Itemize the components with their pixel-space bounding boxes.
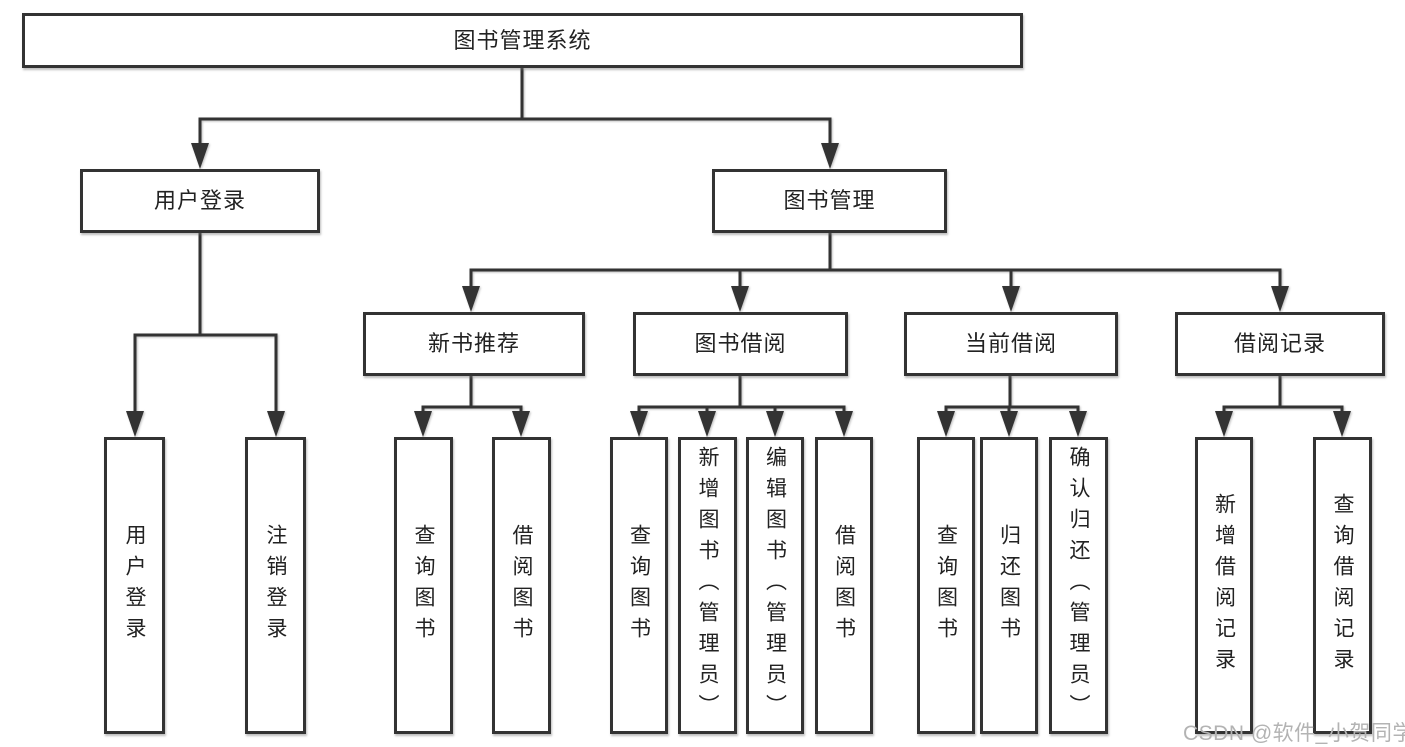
edge-new-book-recommend-to-leaves bbox=[421, 376, 523, 413]
node-label: 查询图书 bbox=[412, 523, 435, 648]
node-book-borrowing: 图书借阅 bbox=[633, 312, 848, 376]
node-leaf-borrow-books-recommend: 借阅图书 bbox=[492, 437, 551, 734]
edge-current-borrowing-to-leaves bbox=[944, 376, 1080, 413]
node-leaf-edit-books-admin: 编辑图书（管理员） bbox=[746, 437, 804, 734]
node-leaf-confirm-return-admin: 确认归还（管理员） bbox=[1049, 437, 1108, 734]
node-leaf-return-books: 归还图书 bbox=[980, 437, 1038, 734]
node-label: 注销登录 bbox=[264, 523, 287, 648]
arrowheads bbox=[126, 143, 1351, 437]
edge-root-to-level2 bbox=[198, 68, 832, 145]
edge-book-borrowing-to-leaves bbox=[637, 376, 846, 413]
node-label: 图书管理 bbox=[783, 188, 876, 213]
node-label: 借阅图书 bbox=[510, 523, 533, 648]
node-leaf-add-books-admin: 新增图书（管理员） bbox=[678, 437, 737, 734]
edge-borrowing-records-to-leaves bbox=[1222, 376, 1344, 413]
node-label: 新增图书（管理员） bbox=[696, 446, 719, 725]
node-label: 查询图书 bbox=[627, 523, 651, 648]
node-label: 借阅记录 bbox=[1233, 331, 1326, 356]
node-label: 归还图书 bbox=[997, 523, 1021, 648]
node-leaf-query-books-recommend: 查询图书 bbox=[394, 437, 453, 734]
node-label: 查询图书 bbox=[934, 523, 958, 648]
node-leaf-query-borrow-record: 查询借阅记录 bbox=[1313, 437, 1372, 734]
node-label: 用户登录 bbox=[123, 523, 146, 648]
node-leaf-borrow-books-borrowing: 借阅图书 bbox=[815, 437, 873, 734]
node-leaf-logout: 注销登录 bbox=[245, 437, 306, 734]
node-label: 确认归还（管理员） bbox=[1067, 446, 1090, 725]
node-borrowing-records: 借阅记录 bbox=[1175, 312, 1385, 376]
node-leaf-query-books-current: 查询图书 bbox=[917, 437, 975, 734]
node-label: 借阅图书 bbox=[832, 523, 856, 648]
node-leaf-query-books-borrowing: 查询图书 bbox=[610, 437, 668, 734]
node-new-book-recommend: 新书推荐 bbox=[363, 312, 585, 376]
csdn-watermark: CSDN @软件_小贺同学 bbox=[1183, 722, 1405, 745]
node-label: 当前借阅 bbox=[964, 331, 1057, 356]
node-label: 新书推荐 bbox=[427, 331, 520, 356]
node-leaf-add-borrow-record: 新增借阅记录 bbox=[1195, 437, 1253, 734]
edge-user-login-to-leaves bbox=[133, 233, 278, 413]
node-user-login: 用户登录 bbox=[80, 169, 320, 233]
node-label: 新增借阅记录 bbox=[1212, 492, 1236, 679]
node-book-management: 图书管理 bbox=[712, 169, 947, 233]
node-leaf-user-login: 用户登录 bbox=[104, 437, 165, 734]
node-label: 用户登录 bbox=[153, 188, 246, 213]
node-label: 图书管理系统 bbox=[453, 27, 592, 53]
node-label: 图书借阅 bbox=[694, 331, 787, 356]
edge-book-management-to-level3 bbox=[469, 233, 1282, 288]
node-label: 编辑图书（管理员） bbox=[763, 446, 787, 725]
node-label: 查询借阅记录 bbox=[1331, 492, 1354, 679]
node-current-borrowing: 当前借阅 bbox=[904, 312, 1118, 376]
node-library-system: 图书管理系统 bbox=[22, 13, 1023, 68]
